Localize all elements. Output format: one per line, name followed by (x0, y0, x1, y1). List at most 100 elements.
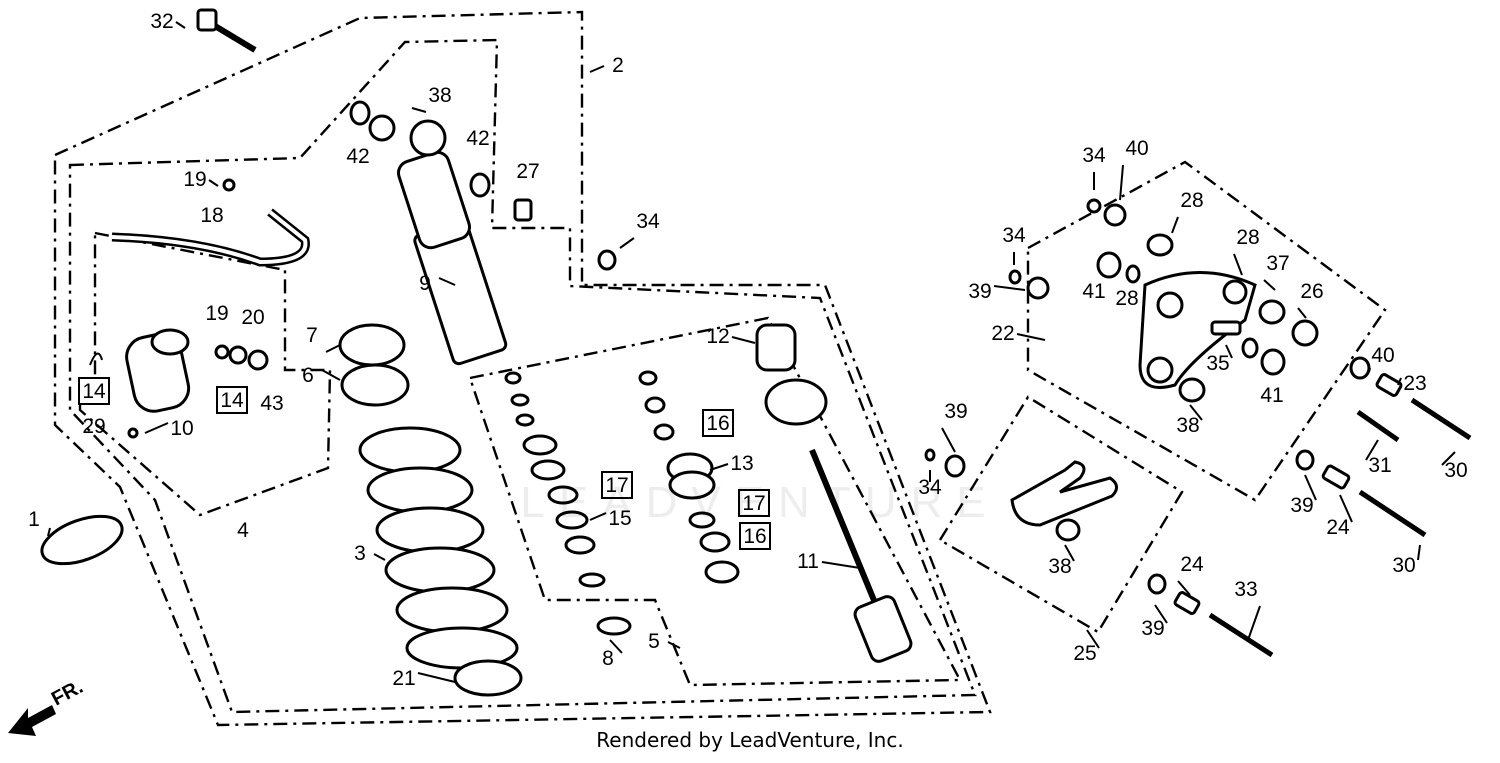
bolt-32 (196, 8, 257, 53)
leader-line (1263, 279, 1276, 291)
callout-35: 35 (1206, 352, 1229, 375)
leader-line (1225, 344, 1233, 359)
leader-line (1339, 494, 1353, 523)
callout-16: 16 (743, 525, 766, 548)
bump-stop-12 (755, 323, 828, 426)
callout-22: 22 (991, 322, 1014, 345)
callout-41: 41 (1260, 384, 1283, 407)
leader-line (1177, 580, 1191, 596)
callout-box (216, 386, 248, 414)
callout-12: 12 (706, 325, 729, 348)
damper-rod-11 (809, 448, 913, 663)
leader-line (1233, 253, 1243, 276)
callout-box (78, 377, 110, 405)
callout-30: 30 (1444, 459, 1467, 482)
callout-14: 14 (82, 380, 106, 403)
callout-10: 10 (170, 417, 193, 440)
assembly-outline-2 (53, 10, 992, 727)
leader-line (1247, 605, 1261, 641)
leader-line (709, 463, 729, 471)
callout-33: 33 (1234, 578, 1257, 601)
callout-43: 43 (260, 392, 283, 415)
direction-label: FR. (48, 676, 87, 711)
callout-24: 24 (1180, 553, 1204, 576)
leader-line (589, 512, 607, 521)
shock-absorber-body-9 (396, 119, 508, 366)
callout-28: 28 (1236, 226, 1259, 249)
leader-line (619, 237, 635, 249)
callout-40: 40 (1125, 137, 1148, 160)
leader-line (1086, 629, 1100, 649)
reservoir-hose-18 (111, 178, 310, 267)
callout-38: 38 (1048, 555, 1071, 578)
leader-line (941, 427, 956, 453)
assembly-outline-22 (1026, 160, 1387, 502)
callout-34: 34 (918, 476, 942, 499)
callout-19: 19 (205, 302, 228, 325)
callout-34: 34 (1082, 144, 1106, 167)
damper-parts-13-16-17 (666, 452, 740, 584)
leader-line (175, 21, 186, 29)
leader-line (1417, 544, 1421, 561)
callout-17: 17 (742, 492, 765, 515)
callout-8: 8 (602, 647, 614, 670)
callout-28: 28 (1115, 287, 1138, 310)
callout-42: 42 (466, 127, 489, 150)
callout-34: 34 (1002, 224, 1026, 247)
snap-ring-1 (40, 514, 124, 566)
leader-line (1016, 333, 1046, 341)
leader-line (609, 639, 623, 654)
callout-25: 25 (1073, 642, 1096, 665)
leader-line (1171, 216, 1179, 234)
leader-line (321, 369, 341, 381)
callout-7: 7 (306, 324, 318, 347)
callout-34: 34 (636, 210, 660, 233)
callout-5: 5 (648, 630, 660, 653)
assembly-outline-25 (938, 395, 1184, 634)
callout-39: 39 (968, 280, 991, 303)
leader-line (731, 336, 756, 344)
callout-23: 23 (1403, 372, 1426, 395)
assembly-outline-5 (468, 316, 962, 687)
callout-24: 24 (1326, 516, 1350, 539)
callout-30: 30 (1392, 554, 1415, 577)
leader-line (144, 422, 169, 434)
callout-31: 31 (1368, 454, 1391, 477)
callout-11: 11 (797, 550, 819, 573)
callout-17: 17 (605, 474, 628, 497)
leader-line (47, 527, 51, 537)
callout-14: 14 (220, 389, 244, 412)
front-arrow-icon: FR. (8, 676, 87, 736)
callout-box (601, 471, 633, 499)
leader-line (1368, 367, 1371, 373)
callout-21: 21 (392, 667, 415, 690)
callout-27: 27 (516, 160, 539, 183)
callout-19: 19 (183, 168, 206, 191)
callout-box (739, 522, 771, 550)
leader-line (993, 285, 1026, 291)
leader-line (208, 179, 219, 187)
shock-link-25 (1010, 460, 1118, 542)
callout-39: 39 (944, 400, 967, 423)
leader-line (373, 553, 386, 561)
piston-assembly-15 (504, 370, 675, 636)
callout-38: 38 (1176, 414, 1199, 437)
leader-line (1297, 307, 1307, 319)
callout-29: 29 (82, 415, 105, 438)
callout-38: 38 (428, 84, 451, 107)
hardware-right (924, 198, 1472, 658)
callout-1: 1 (28, 508, 40, 531)
callout-28: 28 (1180, 189, 1203, 212)
callout-box (738, 489, 770, 517)
callout-37: 37 (1266, 252, 1289, 275)
reservoir-14 (89, 328, 269, 439)
leader-line (821, 561, 861, 569)
footer-credit: Rendered by LeadVenture, Inc. (596, 728, 904, 752)
assembly-outline-4 (68, 38, 977, 714)
callout-18: 18 (200, 204, 223, 227)
leader-line (1189, 404, 1203, 421)
leader-line (1119, 164, 1124, 201)
callout-40: 40 (1371, 344, 1394, 367)
